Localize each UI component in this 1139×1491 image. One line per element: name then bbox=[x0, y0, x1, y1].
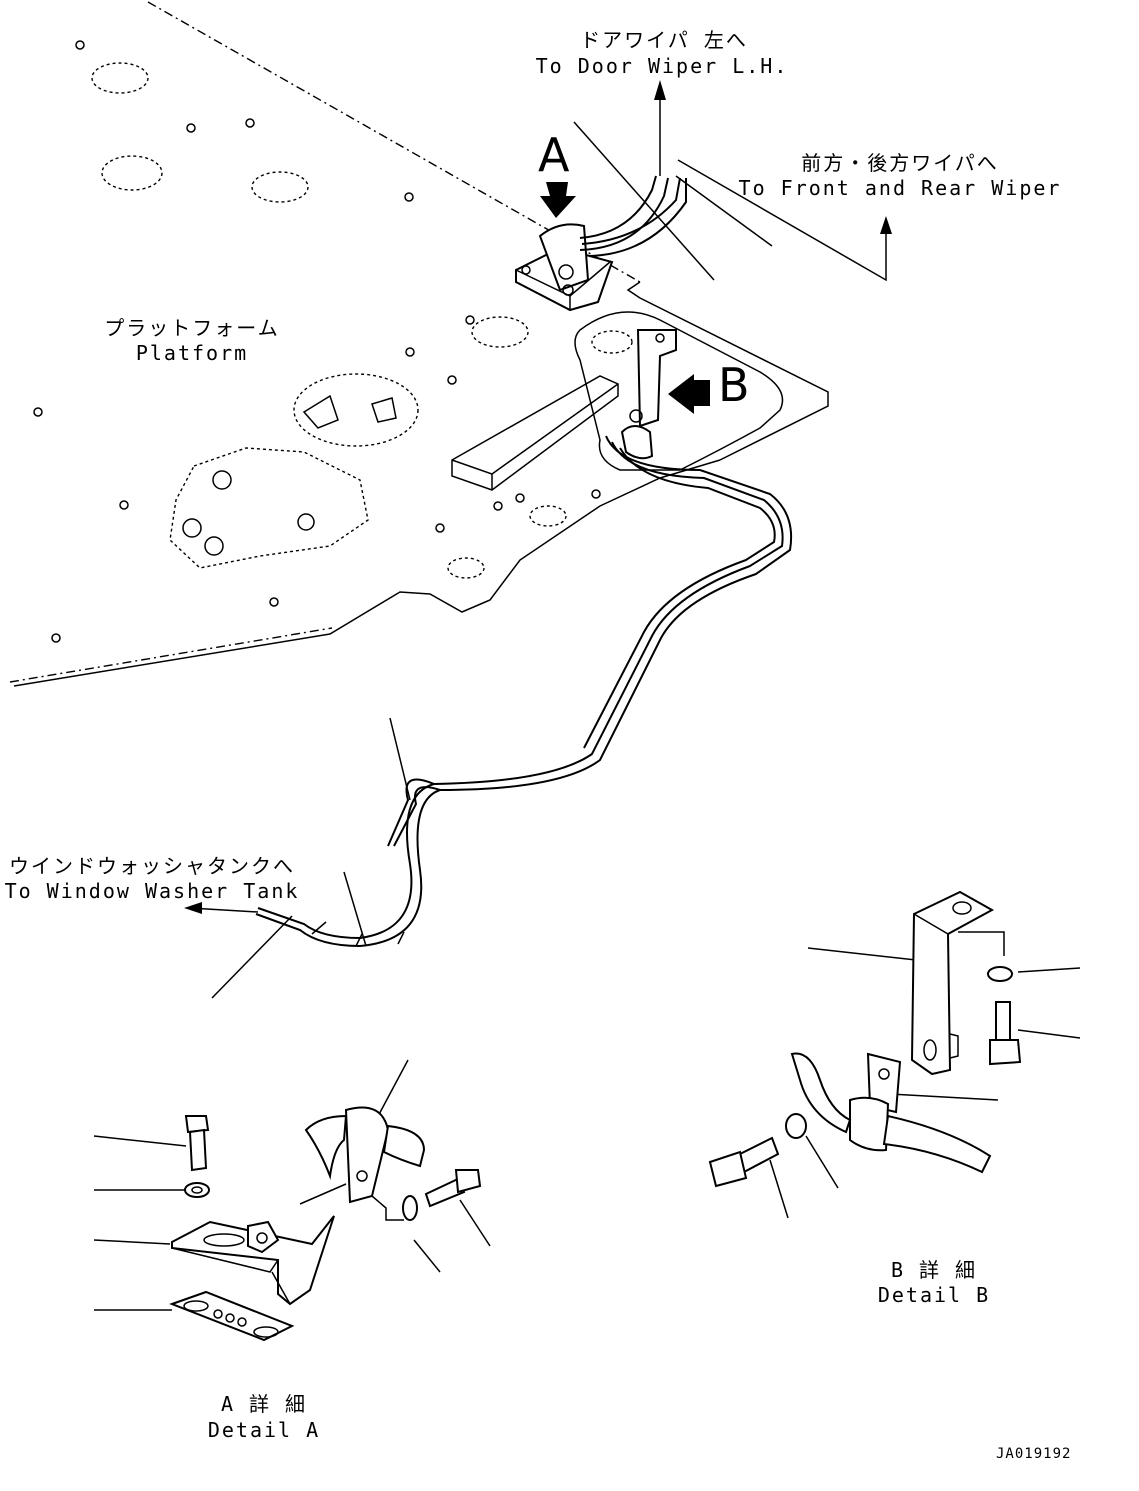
front-rear-wiper-label-jp: 前方・後方ワイパへ bbox=[801, 151, 999, 175]
detail-a bbox=[93, 1059, 491, 1342]
platform-label-jp: プラットフォーム bbox=[104, 316, 280, 340]
door-wiper-label-jp: ドアワイパ 左へ bbox=[580, 28, 748, 52]
detail-b-title-en: Detail B bbox=[877, 1283, 991, 1307]
view-b-marker: B bbox=[718, 358, 750, 412]
platform-label-en: Platform bbox=[135, 341, 249, 365]
detail-b-title-jp: B 詳 細 bbox=[890, 1258, 978, 1282]
washer-tank-label-en: To Window Washer Tank bbox=[4, 879, 300, 903]
door-wiper-label-en: To Door Wiper L.H. bbox=[535, 54, 789, 78]
detail-b bbox=[708, 890, 1081, 1219]
drawing-number: JA019192 bbox=[996, 1446, 1072, 1462]
view-a-marker: A bbox=[538, 128, 570, 182]
washer-tank-label-jp: ウインドウォッシャタンクへ bbox=[9, 854, 295, 878]
view-arrow-b bbox=[668, 374, 710, 414]
clamp-b-assembly bbox=[620, 329, 677, 460]
leader-lines bbox=[184, 80, 892, 999]
detail-a-title-jp: A 詳 細 bbox=[220, 1392, 308, 1416]
platform-plate bbox=[9, 1, 829, 687]
washer-harness bbox=[255, 435, 793, 948]
front-rear-wiper-label-en: To Front and Rear Wiper bbox=[738, 176, 1062, 200]
view-arrow-a bbox=[540, 182, 576, 218]
clamp-a-assembly bbox=[515, 175, 687, 312]
detail-a-title-en: Detail A bbox=[207, 1418, 321, 1442]
